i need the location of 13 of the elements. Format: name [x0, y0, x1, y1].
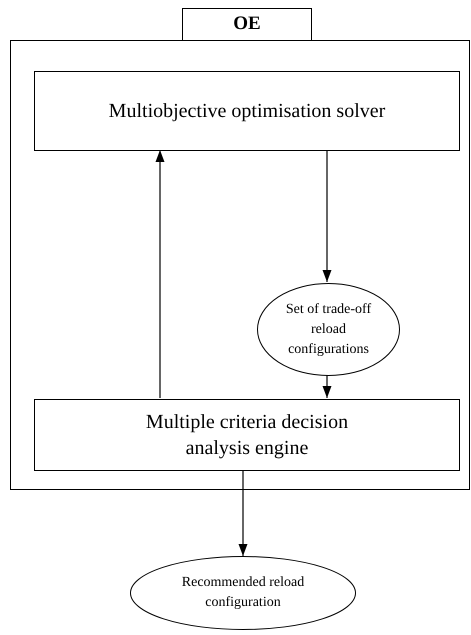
process-box	[34, 399, 460, 471]
node-label: Multiobjective optimisation solver	[108, 99, 386, 124]
title-tab: OE	[182, 8, 312, 41]
ellipse-node	[257, 283, 400, 376]
process-box	[34, 71, 460, 151]
ellipse-node	[130, 556, 356, 630]
arrow	[322, 150, 332, 282]
arrow	[322, 375, 332, 398]
node-label: Set of trade-off reload configurations	[284, 300, 372, 358]
node-label: Multiple criteria decision analysis engine	[144, 410, 350, 461]
arrow	[156, 150, 164, 398]
node-label: Recommended reload configuration	[180, 574, 306, 612]
arrow	[238, 470, 248, 556]
